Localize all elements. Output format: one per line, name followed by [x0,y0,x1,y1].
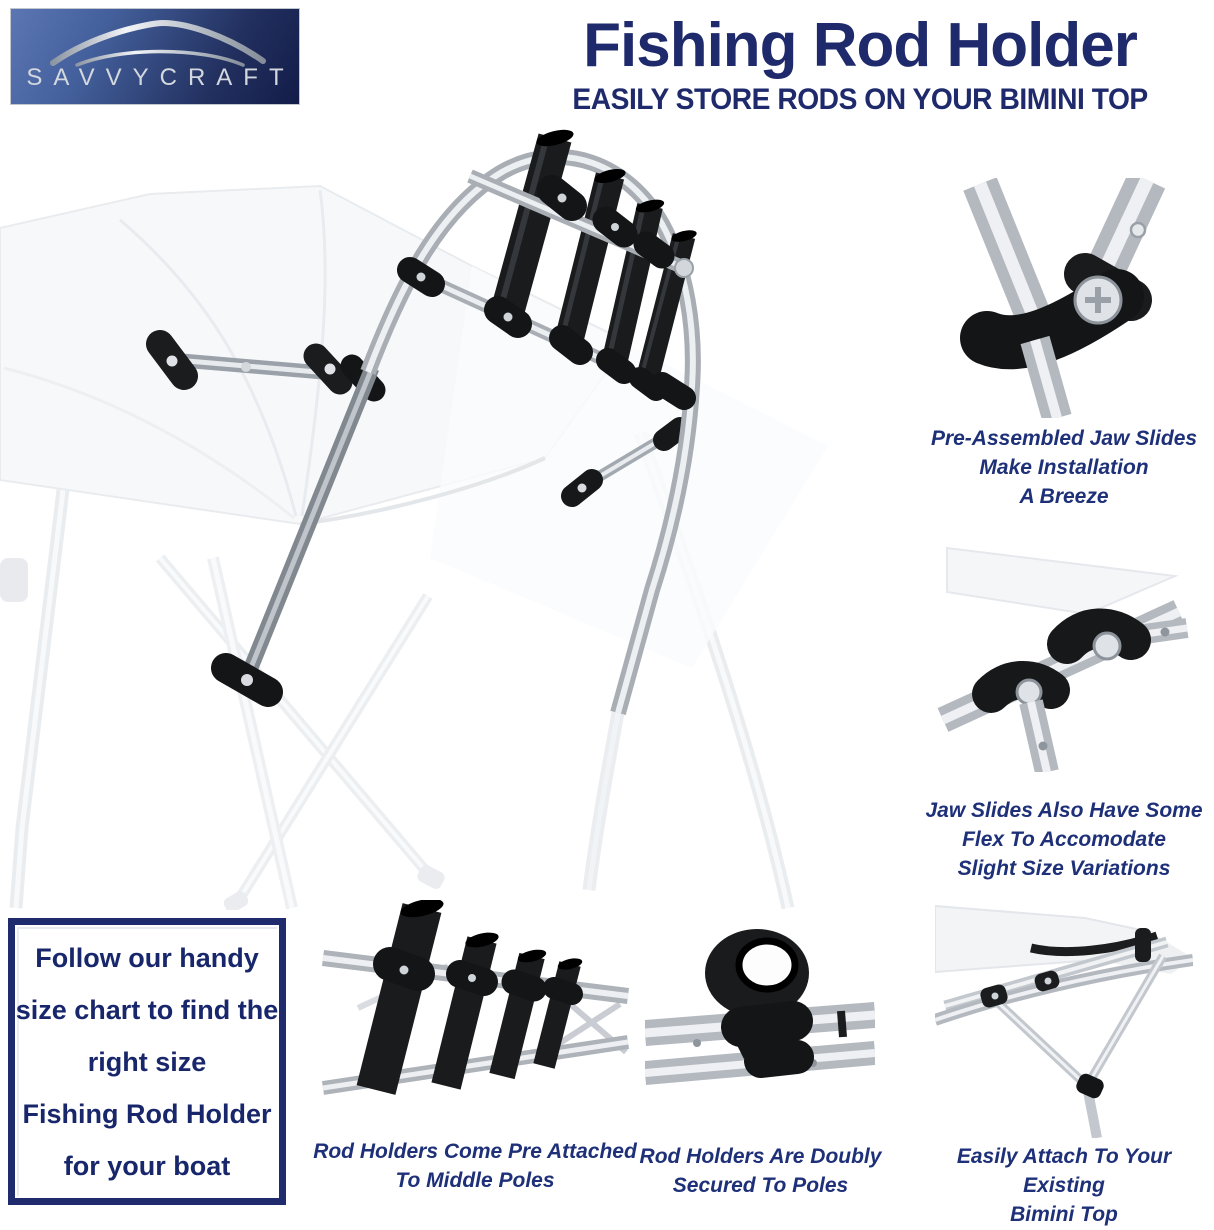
feature-caption-jaw-slides-preassembled: Pre-Assembled Jaw Slides Make Installati… [930,427,1198,508]
main-product-photo [0,129,828,910]
feature-photo-rod-holders-doubly-secured [645,915,875,1120]
feature-caption-easily-attach: Easily Attach To Your Existing Bimini To… [956,1145,1172,1226]
header: Fishing Rod Holder EASILY STORE RODS ON … [515,11,1205,117]
feature-caption-jaw-slides-flex: Jaw Slides Also Have Some Flex To Accomo… [925,799,1203,880]
feature-photo-jaw-slides-preassembled [935,178,1193,418]
logo-canopy-arc-icon [50,19,266,67]
rod-holder-tubes [488,129,697,387]
feature-photo-easily-attach [935,898,1193,1138]
feature-caption-rod-holders-doubly-secured: Rod Holders Are Doubly Secured To Poles [639,1145,882,1197]
rod-holder-rails [397,169,696,410]
frame-left-leg [211,365,379,707]
brand-logo: SAVVYCRAFT [10,8,300,105]
brand-name: SAVVYCRAFT [26,64,295,91]
right-support-strut [561,417,691,507]
page-title: Fishing Rod Holder [583,11,1138,80]
page-subtitle: EASILY STORE RODS ON YOUR BIMINI TOP [572,83,1148,117]
rod-holder-arch [360,149,701,891]
feature-photo-jaw-slides-flex [935,540,1193,772]
feature-caption-rod-holders-pre-attached: Rod Holders Come Pre Attached To Middle … [313,1140,637,1192]
size-chart-note: Follow our handy size chart to find the … [8,918,286,1205]
feature-photo-rod-holders-pre-attached [318,900,633,1135]
